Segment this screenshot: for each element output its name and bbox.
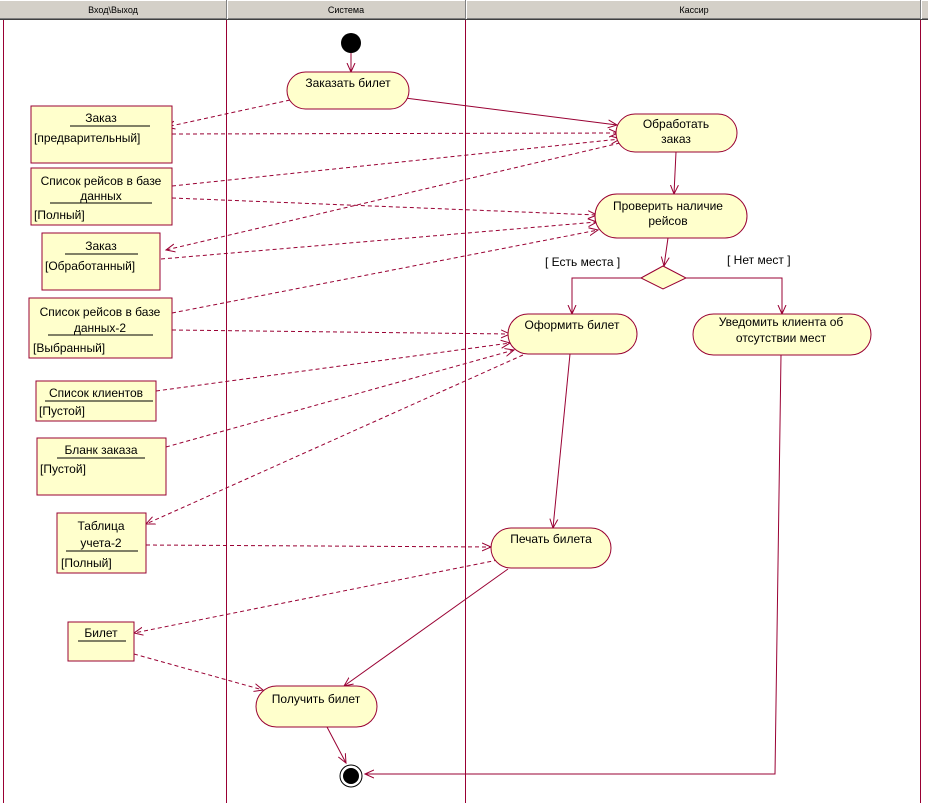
object-flights-selected[interactable]: Список рейсов в базе данных-2 [Выбранный… (28, 297, 173, 359)
control-flows (326, 53, 782, 774)
oflow-flights1-to-check (171, 197, 597, 215)
flow-decision-no (686, 277, 782, 314)
decision-node[interactable] (639, 265, 688, 290)
flow-order-to-process (404, 97, 617, 125)
object-ticket-name: Билет (84, 626, 118, 640)
activity-receive-ticket-label: Получить билет (272, 692, 361, 706)
flow-print-to-receive (344, 568, 509, 686)
oflow-table-to-print (145, 545, 491, 547)
activity-print-ticket-label: Печать билета (510, 532, 592, 546)
object-order-processed-name: Заказ (85, 239, 117, 253)
oflow-order2-to-check (160, 222, 597, 260)
oflow-order1-to-process (171, 133, 618, 134)
object-account-table-name-1: Таблица (77, 519, 124, 533)
activity-notify-client-label-1: Уведомить клиента об (719, 315, 844, 329)
object-order-processed[interactable]: Заказ [Обработанный] (41, 232, 161, 291)
activity-issue-ticket[interactable]: Оформить билет (507, 313, 638, 355)
swimlane-header: Вход\Выход Система Кассир (0, 0, 928, 20)
object-account-table[interactable]: Таблица учета-2 [Полный] (56, 512, 147, 574)
swimlane-cashier-header[interactable]: Кассир (679, 5, 708, 15)
object-client-list[interactable]: Список клиентов [Пустой] (35, 380, 157, 422)
oflow-order-to-order1 (166, 99, 291, 127)
flow-issue-to-print (553, 353, 571, 528)
object-order-preliminary-name: Заказ (85, 111, 117, 125)
object-client-list-name: Список клиентов (49, 386, 143, 400)
object-order-form-name: Бланк заказа (64, 443, 137, 457)
object-order-preliminary[interactable]: Заказ [предварительный] (30, 105, 173, 164)
activity-receive-ticket[interactable]: Получить билет (255, 685, 378, 728)
swimlane-dividers (3, 20, 921, 803)
final-node[interactable] (339, 764, 363, 788)
object-order-form-state: [Пустой] (40, 462, 86, 476)
object-client-list-state: [Пустой] (39, 404, 85, 418)
object-order-preliminary-state: [предварительный] (34, 131, 140, 145)
activity-notify-client-label-2: отсутствии мест (736, 331, 827, 345)
oflow-ticket-to-receive (133, 653, 263, 690)
flow-notify-to-end (365, 354, 782, 774)
activity-order-ticket[interactable]: Заказать билет (286, 71, 410, 110)
object-flights-selected-name-1: Список рейсов в базе (40, 305, 161, 319)
flow-check-to-decision (664, 237, 668, 266)
activity-order-ticket-label: Заказать билет (305, 76, 391, 90)
activity-check-flights-label-2: рейсов (648, 214, 687, 228)
flow-decision-yes (572, 277, 641, 314)
swimlane-system-header[interactable]: Система (328, 5, 364, 15)
initial-node[interactable] (341, 33, 361, 53)
flow-process-to-check (674, 151, 676, 194)
activity-print-ticket[interactable]: Печать билета (490, 527, 612, 569)
swimlane-io-header[interactable]: Вход\Выход (88, 5, 139, 15)
activity-check-flights-label-1: Проверить наличие (613, 199, 723, 213)
guard-has-seats: [ Есть места ] (545, 255, 620, 269)
oflow-issue-to-table (146, 354, 524, 524)
object-flights-full-state: [Полный] (34, 208, 85, 222)
oflow-process-to-order2 (166, 142, 621, 250)
oflow-form-to-issue (165, 350, 514, 448)
object-order-form[interactable]: Бланк заказа [Пустой] (36, 437, 167, 496)
object-flights-selected-name-2: данных-2 (74, 321, 127, 335)
oflow-check-to-flights2 (171, 230, 598, 314)
object-flights-full[interactable]: Список рейсов в базе данных [Полный] (30, 167, 173, 226)
oflow-flights2-to-issue (171, 330, 510, 334)
object-flows (133, 99, 621, 690)
activity-process-order[interactable]: Обработать заказ (615, 113, 738, 153)
object-flights-full-name-2: данных (80, 189, 122, 203)
guard-no-seats: [ Нет мест ] (727, 253, 791, 267)
activity-check-flights[interactable]: Проверить наличие рейсов (594, 193, 748, 239)
object-flights-full-name-1: Список рейсов в базе (41, 174, 162, 188)
oflow-clients-to-issue (155, 343, 510, 392)
object-order-processed-state: [Обработанный] (45, 259, 135, 273)
activity-process-order-label-1: Обработать (643, 117, 709, 131)
object-flights-selected-state: [Выбранный] (33, 341, 105, 355)
object-account-table-state: [Полный] (61, 556, 112, 570)
object-account-table-name-2: учета-2 (80, 536, 122, 550)
activity-notify-client[interactable]: Уведомить клиента об отсутствии мест (692, 313, 872, 356)
flow-receive-to-end (326, 726, 346, 763)
oflow-flights1-to-process (171, 139, 620, 187)
object-ticket[interactable]: Билет (67, 621, 135, 662)
oflow-print-to-ticket (134, 559, 499, 633)
activity-process-order-label-2: заказ (661, 132, 691, 146)
activity-issue-ticket-label: Оформить билет (525, 318, 620, 332)
